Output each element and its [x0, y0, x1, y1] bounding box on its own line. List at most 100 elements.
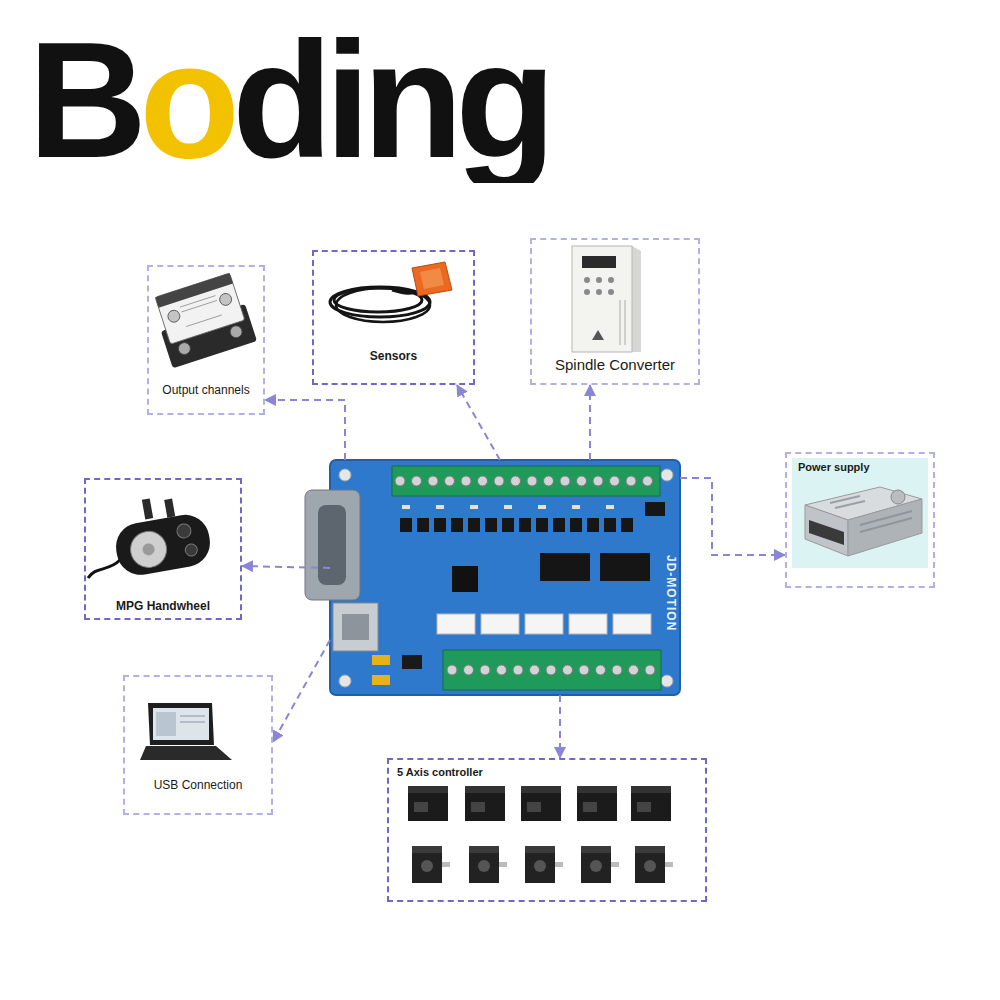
dashed-box: MPG Handwheel — [84, 478, 242, 620]
controller-board-drawing-part-part — [577, 476, 587, 486]
node-label: Power supply — [798, 461, 870, 473]
controller-board-drawing-part-part — [464, 665, 474, 675]
controller-board-drawing-part — [372, 655, 390, 665]
proximity-sensor-part — [336, 288, 430, 322]
controller-board-drawing-part-part — [536, 518, 548, 532]
dashed-box: USB Connection — [123, 675, 273, 815]
controller-board-drawing-part-part — [504, 505, 512, 509]
solid-state-relay-part — [180, 296, 216, 308]
proximity-sensor-part — [412, 262, 452, 296]
stepper-drivers-and-motors-part-part — [408, 786, 448, 794]
controller-board-drawing-part-part — [480, 665, 490, 675]
controller-board-drawing-part — [540, 553, 590, 581]
controller-board-drawing-part — [437, 614, 651, 634]
dashed-box: 5 Axis controller — [387, 758, 707, 902]
laptop-part — [148, 703, 214, 745]
controller-board-drawing-part-part — [478, 476, 488, 486]
controller-board-drawing-part-part — [519, 518, 531, 532]
dashed-box: Sensors — [312, 250, 475, 385]
controller-board-drawing-part-part — [402, 505, 410, 509]
controller-board-drawing-part — [339, 469, 351, 481]
power-supply-part — [805, 505, 848, 556]
spindle-converter-part — [632, 246, 641, 352]
controller-board-drawing-part-part — [417, 518, 429, 532]
stepper-drivers-and-motors-part-part — [499, 862, 507, 867]
solid-state-relay-part — [229, 324, 244, 339]
laptop-part — [156, 712, 176, 736]
controller-board-drawing-part-part — [626, 476, 636, 486]
controller-board-drawing-part — [402, 505, 614, 509]
controller-board-drawing-part-part — [428, 476, 438, 486]
spindle-converter-part — [584, 277, 590, 283]
controller-board-drawing-part-part — [569, 614, 607, 634]
controller-board-drawing-part-part — [412, 476, 422, 486]
stepper-drivers-and-motors — [408, 786, 673, 883]
stepper-drivers-and-motors-part-part — [525, 853, 555, 883]
spindle-converter-part — [572, 246, 632, 352]
controller-board-drawing-part-part — [502, 518, 514, 532]
stepper-drivers-and-motors-part — [521, 786, 563, 883]
dashed-box: Output channels — [147, 265, 265, 415]
power-supply-part — [848, 499, 922, 556]
mpg-handwheel-part-part — [112, 511, 214, 579]
node-label: USB Connection — [154, 778, 243, 792]
controller-board-drawing — [305, 460, 680, 695]
controller-board-drawing-part — [443, 650, 661, 690]
stepper-drivers-and-motors-part-part — [469, 853, 499, 883]
stepper-drivers-and-motors-part-part — [577, 793, 617, 821]
mpg-handwheel-part-part — [184, 543, 198, 557]
power-supply-part — [809, 520, 844, 545]
dashed-box: Spindle Converter — [530, 238, 700, 385]
controller-board-drawing-part-part — [395, 476, 405, 486]
controller-board-drawing-part-part — [497, 665, 507, 675]
solid-state-relay-part — [155, 273, 233, 308]
power-supply-part — [860, 511, 912, 525]
stepper-drivers-and-motors-part-part — [414, 802, 428, 812]
stepper-drivers-and-motors-part-part — [665, 862, 673, 867]
controller-board-drawing-part — [333, 603, 378, 651]
controller-board-drawing-part-part — [606, 505, 614, 509]
stepper-drivers-and-motors-part-part — [471, 802, 485, 812]
stepper-drivers-and-motors-part-part — [631, 793, 671, 821]
stepper-drivers-and-motors-part — [408, 786, 450, 883]
spindle-converter-part — [624, 300, 626, 345]
controller-board-drawing-part — [402, 655, 422, 669]
controller-board-drawing-part-part — [572, 505, 580, 509]
solid-state-relay — [150, 272, 257, 369]
laptop-part — [180, 722, 205, 723]
stepper-drivers-and-motors-part-part — [577, 786, 617, 794]
controller-board-drawing-part — [395, 476, 653, 486]
controller-board-drawing-part-part — [544, 476, 554, 486]
stepper-drivers-and-motors-part-part — [442, 862, 450, 867]
brand-logo: Boding — [28, 18, 548, 183]
controller-board: JD-MOTION — [330, 460, 680, 695]
stepper-drivers-and-motors-part-part — [534, 860, 546, 872]
stepper-drivers-and-motors-part-part — [469, 846, 499, 854]
stepper-drivers-and-motors-part-part — [583, 802, 597, 812]
spindle-converter-part — [582, 256, 616, 268]
laptop-part — [153, 708, 209, 740]
stepper-drivers-and-motors-part-part — [478, 860, 490, 872]
spindle-converter-part — [619, 300, 621, 345]
spindle-converter-part — [608, 277, 614, 283]
stepper-drivers-and-motors-part-part — [555, 862, 563, 867]
stepper-drivers-and-motors-part-part — [465, 786, 505, 794]
mpg-handwheel-part-part — [128, 529, 170, 571]
spindle-converter-part — [596, 289, 602, 295]
solid-state-relay-part — [186, 315, 222, 327]
spindle-converter-part — [608, 289, 614, 295]
power-supply-part — [891, 490, 905, 504]
solid-state-relay-part — [155, 273, 245, 344]
controller-board-drawing-part-part — [436, 505, 444, 509]
controller-board-drawing-part-part — [445, 476, 455, 486]
controller-board-drawing-part — [305, 490, 360, 600]
power-supply-part — [860, 518, 912, 532]
controller-board-drawing-part — [339, 675, 351, 687]
controller-board-drawing-part — [661, 469, 673, 481]
controller-board-drawing-part — [447, 665, 655, 675]
proximity-sensor-part — [392, 290, 420, 293]
stepper-drivers-and-motors-part — [465, 786, 507, 883]
mpg-handwheel-part — [88, 560, 120, 578]
stepper-drivers-and-motors-part-part — [581, 853, 611, 883]
